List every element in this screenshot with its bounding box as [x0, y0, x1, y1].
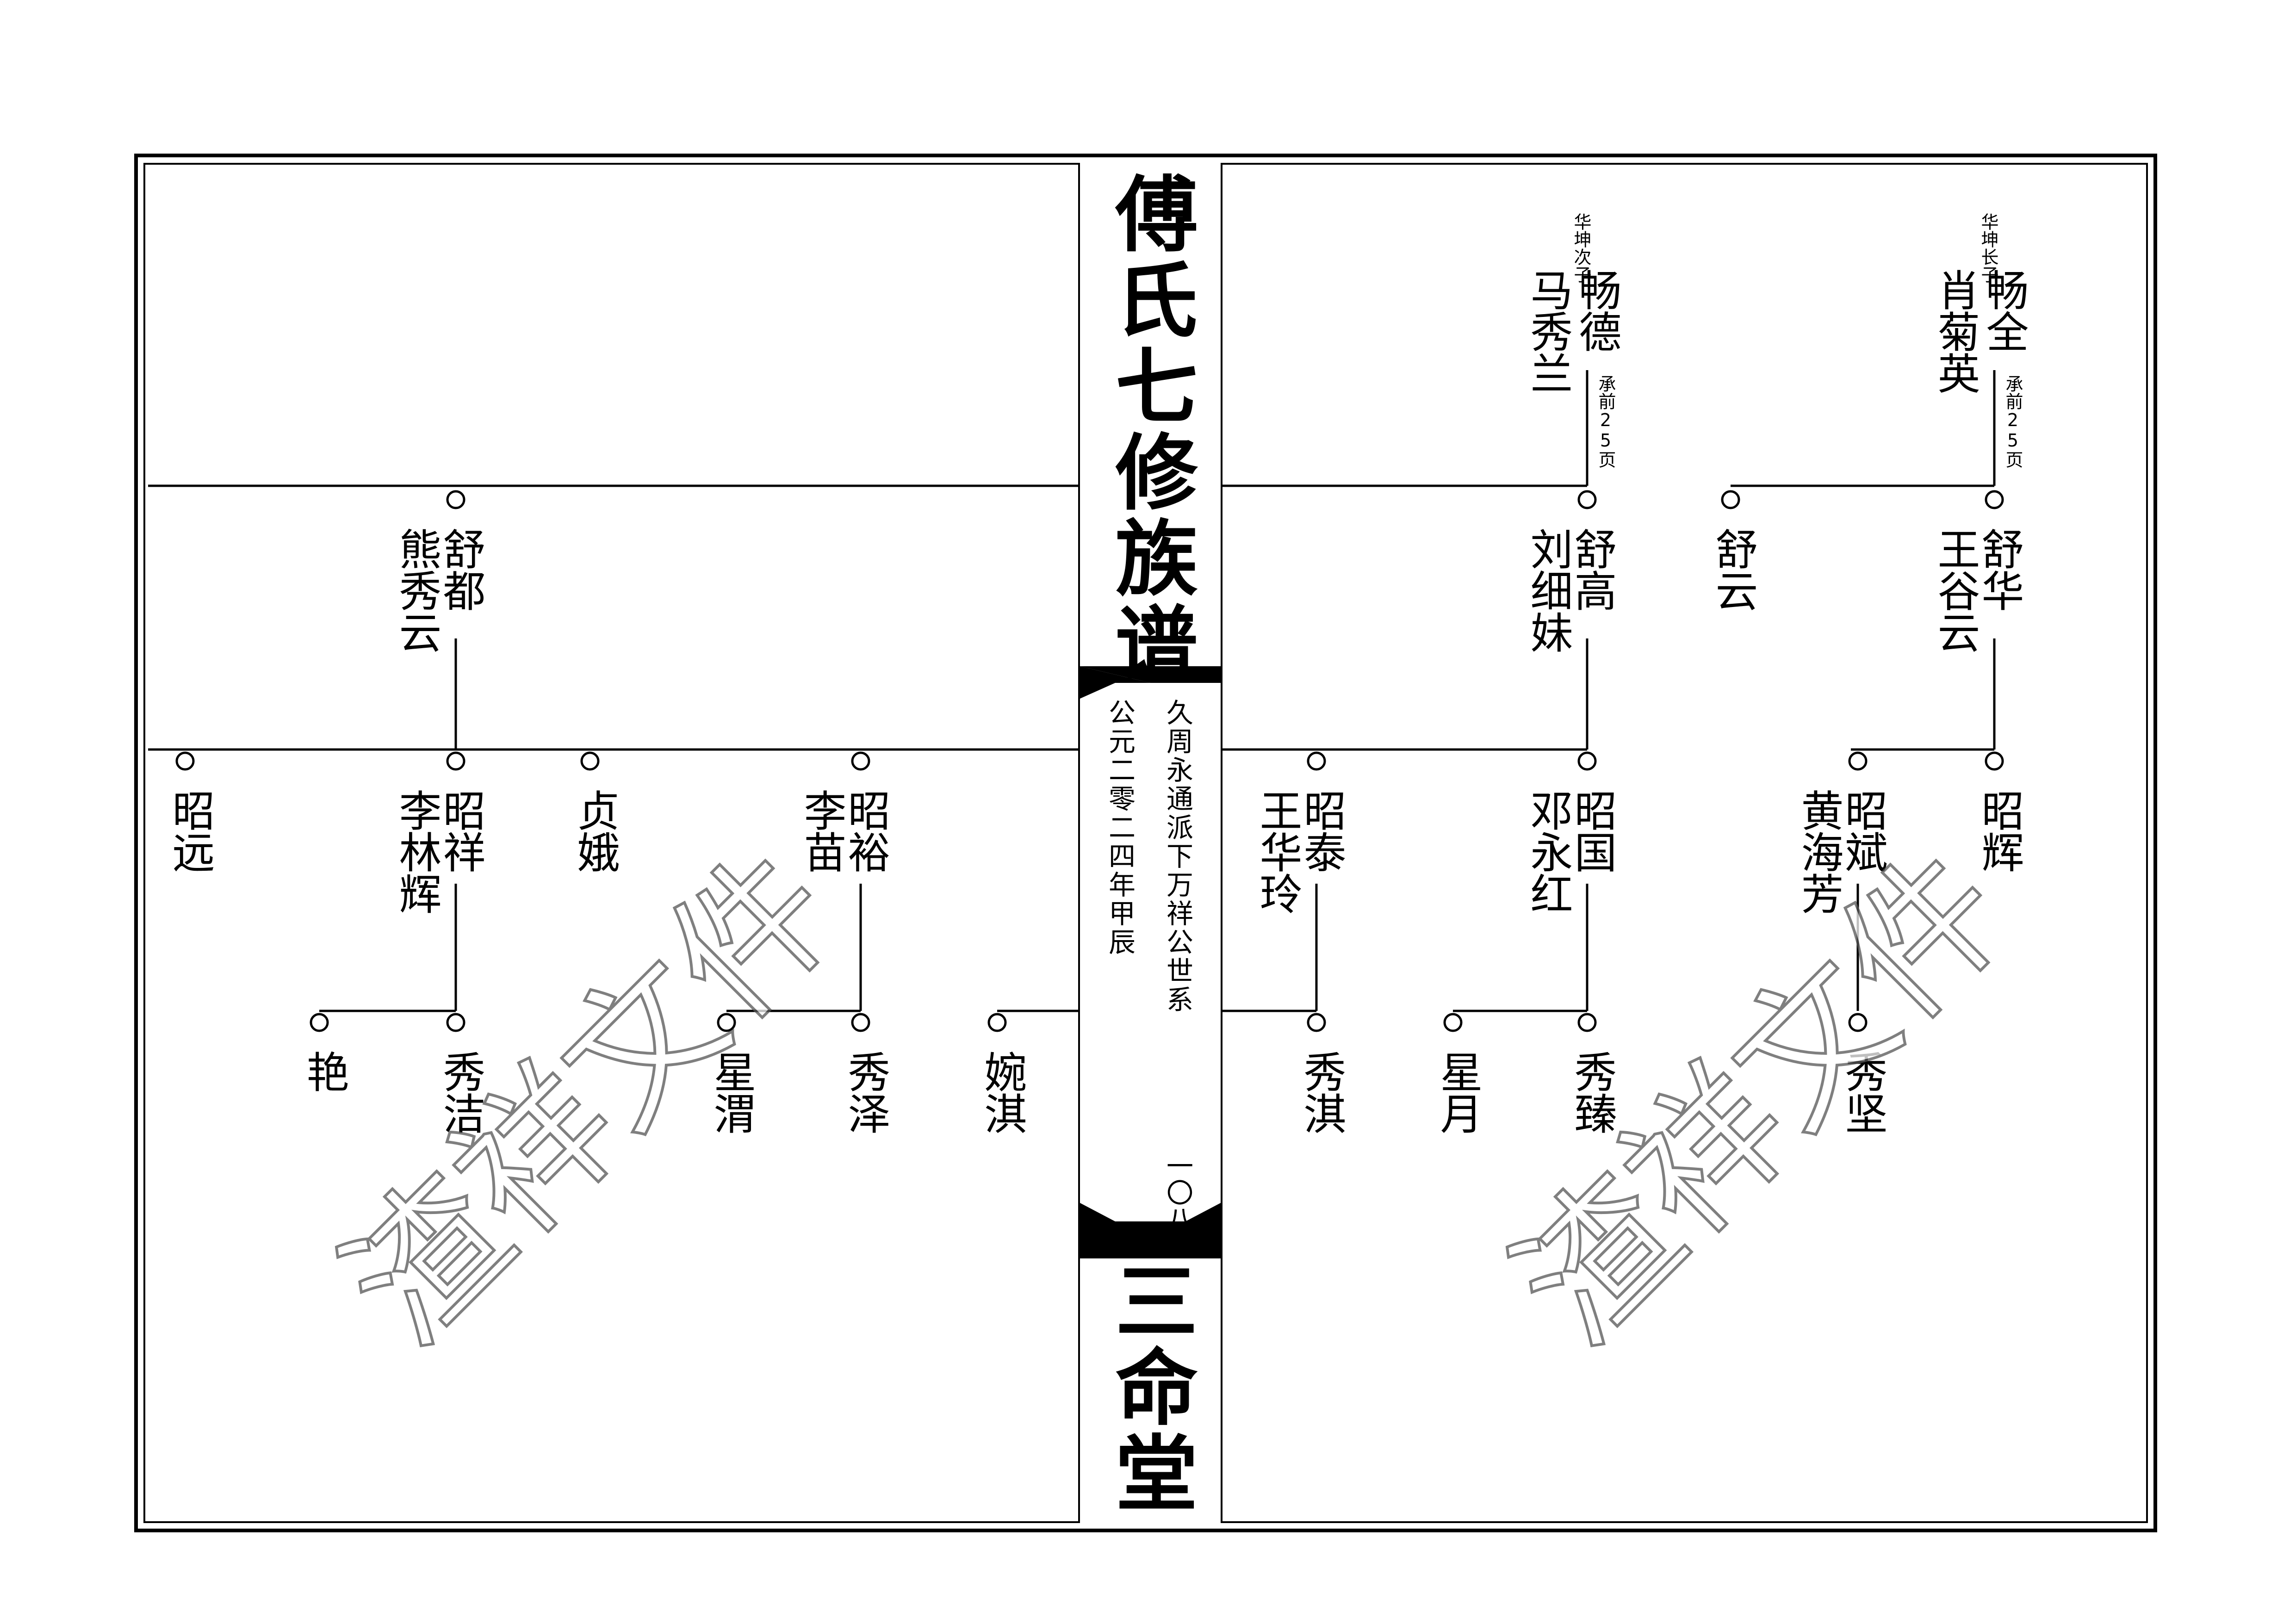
member-spouse: 李苗: [797, 789, 846, 872]
member-name: 婉淇: [977, 1050, 1027, 1134]
outer-frame: [134, 154, 2157, 1532]
member-name: 昭祥: [436, 789, 485, 872]
spine-band-upper: [1080, 666, 1221, 683]
member-name: 舒云: [1708, 527, 1758, 611]
member-name: 舒都: [436, 527, 485, 611]
hall-name: 三命堂: [1102, 1258, 1198, 1517]
member-spouse: 刘细妹: [1523, 527, 1573, 652]
spine-band-lower: [1080, 1203, 1221, 1258]
ancestor-relation: 华坤次子: [1571, 213, 1591, 283]
continuation-note: 承前25页: [2003, 375, 2023, 468]
member-name: 昭裕: [841, 789, 890, 872]
member-name: 昭远: [165, 789, 215, 872]
member-name: 昭国: [1567, 789, 1617, 872]
ancestor-name: 畅德: [1572, 268, 1621, 352]
member-spouse: 王华玲: [1253, 789, 1302, 914]
publication-date: 公元二零二四年甲辰: [1104, 699, 1136, 957]
continuation-note: 承前25页: [1595, 375, 1616, 468]
spine-band-upper-left: [1080, 666, 1150, 683]
ancestor-name: 畅全: [1979, 268, 2029, 352]
member-name: 昭斌: [1838, 789, 1887, 872]
ancestor-spouse: 肖菊英: [1930, 268, 1980, 393]
book-title: 傅氏七修族谱: [1102, 171, 1198, 688]
member-name: 昭辉: [1974, 789, 2024, 872]
member-name: 秀洁: [436, 1050, 485, 1134]
member-name: 秀淇: [1297, 1050, 1346, 1134]
member-name: 秀臻: [1567, 1050, 1617, 1134]
member-name: 星月: [1433, 1050, 1483, 1134]
member-name: 星渭: [707, 1050, 756, 1134]
branch-line: 久周永通派下万祥公世系: [1162, 699, 1193, 1014]
member-name: 舒华: [1974, 527, 2024, 611]
member-name: 昭泰: [1297, 789, 1346, 872]
member-name: 秀泽: [841, 1050, 890, 1134]
member-name: 贞娥: [570, 789, 620, 872]
spine-band-upper-leftwedge: [1080, 666, 1115, 699]
member-spouse: 李林辉: [392, 789, 441, 914]
spine-column: [1078, 163, 1222, 1523]
member-spouse: 邓永红: [1523, 789, 1573, 914]
ancestor-spouse: 马秀兰: [1523, 268, 1573, 393]
ancestor-relation: 华坤长子: [1978, 213, 1998, 283]
member-spouse: 黄海芳: [1794, 789, 1843, 914]
member-name: 舒高: [1567, 527, 1617, 611]
member-spouse: 熊秀云: [392, 527, 441, 652]
member-name: 艳: [299, 1050, 349, 1092]
member-spouse: 王谷云: [1930, 527, 1980, 652]
member-name: 秀坚: [1838, 1050, 1887, 1134]
page-number: 一〇八: [1162, 1152, 1193, 1233]
